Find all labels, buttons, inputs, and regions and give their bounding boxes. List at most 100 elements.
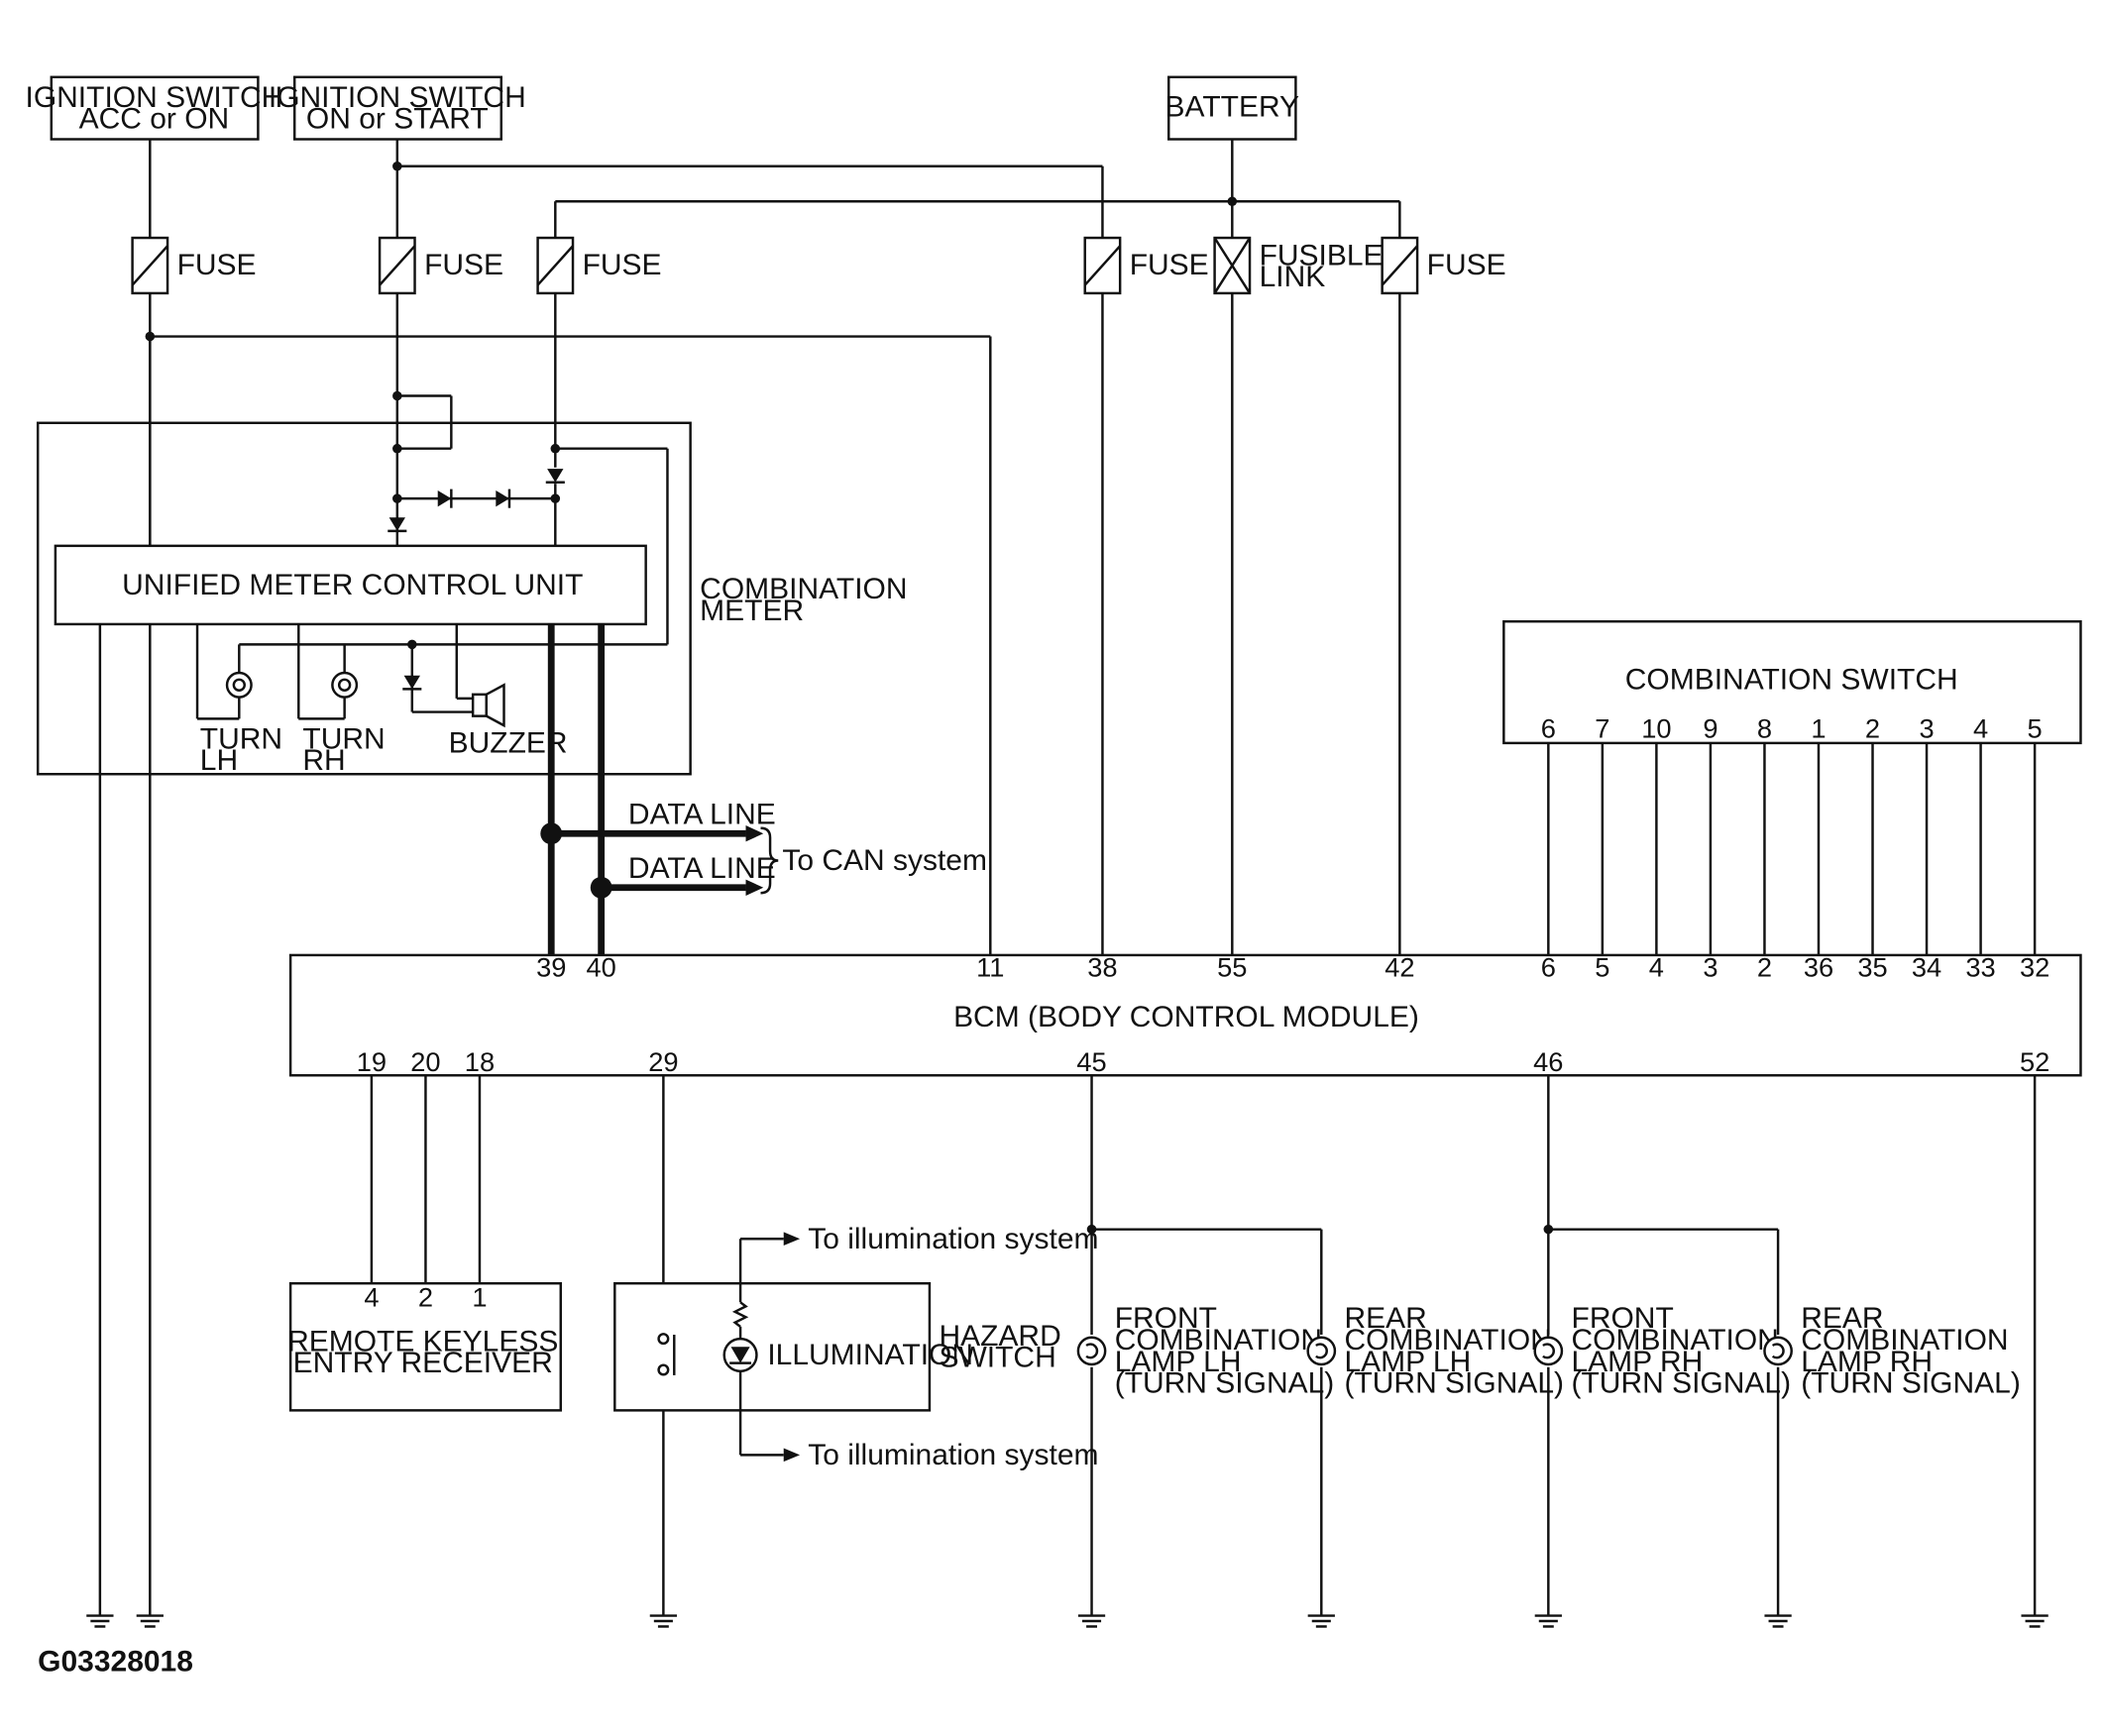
svg-text:IGNITION SWITCH: IGNITION SWITCH xyxy=(25,81,282,114)
combination-meter: COMBINATION METER UNIFIED METER CONTROL … xyxy=(36,421,908,777)
to-can-system-label: To CAN system xyxy=(782,844,987,877)
ignition-switch-on-box: IGNITION SWITCH ON or START xyxy=(269,75,526,141)
svg-text:FUSE: FUSE xyxy=(424,249,503,281)
svg-text:(TURN SIGNAL): (TURN SIGNAL) xyxy=(1344,1367,1564,1400)
svg-text:5: 5 xyxy=(1595,952,1609,983)
svg-text:3: 3 xyxy=(1919,712,1934,743)
svg-text:2: 2 xyxy=(1865,712,1880,743)
svg-text:3: 3 xyxy=(1703,952,1717,983)
ignition-switch-acc-box: IGNITION SWITCH ACC or ON xyxy=(25,75,282,141)
svg-text:FUSE: FUSE xyxy=(177,249,257,281)
svg-text:BCM (BODY CONTROL MODULE): BCM (BODY CONTROL MODULE) xyxy=(953,1001,1419,1033)
svg-text:40: 40 xyxy=(587,952,616,983)
svg-text:35: 35 xyxy=(1857,952,1887,983)
svg-text:36: 36 xyxy=(1804,952,1833,983)
svg-text:2: 2 xyxy=(1757,952,1772,983)
svg-text:COMBINATION SWITCH: COMBINATION SWITCH xyxy=(1625,663,1958,696)
fuse-battery-bcm: FUSE xyxy=(1381,236,1506,295)
svg-text:FRONT: FRONT xyxy=(1115,1302,1217,1335)
svg-text:7: 7 xyxy=(1595,712,1609,743)
ground-symbol-icon xyxy=(136,1614,164,1628)
svg-text:20: 20 xyxy=(410,1046,440,1077)
svg-text:LINK: LINK xyxy=(1260,261,1326,293)
to-illumination-system-label: To illumination system xyxy=(808,1223,1098,1255)
svg-text:32: 32 xyxy=(2020,952,2050,983)
remote-keyless-entry-receiver: 4 2 1 REMOTE KEYLESS ENTRY RECEIVER xyxy=(287,1281,562,1412)
svg-text:LAMP RH: LAMP RH xyxy=(1801,1346,1933,1378)
svg-text:5: 5 xyxy=(2028,712,2043,743)
svg-text:IGNITION SWITCH: IGNITION SWITCH xyxy=(269,81,526,114)
svg-text:52: 52 xyxy=(2020,1046,2050,1077)
bcm-top-pins: 39 40 11 38 55 42 6 5 4 3 2 36 35 34 33 … xyxy=(536,952,2050,983)
illumination-led-icon xyxy=(722,1337,758,1373)
fusible-link: FUSIBLE LINK xyxy=(1213,236,1384,295)
svg-text:ON or START: ON or START xyxy=(306,103,489,136)
ground-symbol-icon xyxy=(2021,1614,2049,1628)
front-combination-lamp-lh: FRONT COMBINATION LAMP LH (TURN SIGNAL) xyxy=(1076,1302,1334,1400)
fuse-ign-on: FUSE xyxy=(378,236,503,295)
ground-symbol-icon xyxy=(1077,1614,1106,1628)
data-line-label: DATA LINE xyxy=(628,852,776,885)
data-line-label: DATA LINE xyxy=(628,799,776,831)
svg-text:(TURN SIGNAL): (TURN SIGNAL) xyxy=(1572,1367,1792,1400)
svg-text:ENTRY RECEIVER: ENTRY RECEIVER xyxy=(293,1347,553,1379)
svg-text:LAMP RH: LAMP RH xyxy=(1572,1346,1704,1378)
bcm-output-wires xyxy=(370,1075,2037,1616)
svg-text:29: 29 xyxy=(648,1046,678,1077)
meter-ground-wires xyxy=(98,336,152,1616)
svg-text:6: 6 xyxy=(1541,712,1556,743)
svg-text:FRONT: FRONT xyxy=(1572,1302,1674,1335)
combination-switch-pins: 6 7 10 9 8 1 2 3 4 5 xyxy=(1541,712,2043,743)
svg-text:LAMP LH: LAMP LH xyxy=(1344,1346,1471,1378)
combination-switch-wires xyxy=(1547,742,2037,955)
svg-text:55: 55 xyxy=(1217,952,1247,983)
svg-text:39: 39 xyxy=(536,952,566,983)
ground-symbol-icon xyxy=(1307,1614,1335,1628)
svg-text:TURN: TURN xyxy=(302,722,385,755)
battery-box: BATTERY xyxy=(1165,75,1299,141)
svg-text:38: 38 xyxy=(1087,952,1117,983)
fuse-battery-meter: FUSE xyxy=(536,236,662,295)
rear-combination-lamp-lh: REAR COMBINATION LAMP LH (TURN SIGNAL) xyxy=(1306,1302,1564,1400)
svg-text:2: 2 xyxy=(418,1281,433,1312)
svg-text:8: 8 xyxy=(1757,712,1772,743)
diode-symbol xyxy=(437,488,453,508)
bcm-body-control-module: BCM (BODY CONTROL MODULE) xyxy=(288,953,2082,1077)
svg-text:11: 11 xyxy=(976,952,1004,983)
svg-text:COMBINATION: COMBINATION xyxy=(1572,1324,1779,1356)
svg-text:45: 45 xyxy=(1076,1046,1106,1077)
bcm-bottom-pins: 19 20 18 29 45 46 52 xyxy=(357,1046,2050,1077)
svg-text:ILLUMINATION: ILLUMINATION xyxy=(767,1339,973,1371)
ground-symbol-icon xyxy=(1764,1614,1792,1628)
svg-text:FUSE: FUSE xyxy=(1427,249,1506,281)
svg-text:46: 46 xyxy=(1533,1046,1563,1077)
svg-text:4: 4 xyxy=(1649,952,1664,983)
lamp-bulb-icon xyxy=(1533,1336,1564,1366)
svg-text:COMBINATION: COMBINATION xyxy=(1115,1324,1322,1356)
svg-text:42: 42 xyxy=(1385,952,1414,983)
svg-text:18: 18 xyxy=(465,1046,495,1077)
svg-text:1: 1 xyxy=(1811,712,1826,743)
turn-lh-indicator-lamp-icon xyxy=(225,671,253,699)
svg-text:10: 10 xyxy=(1641,712,1671,743)
rear-combination-lamp-rh: REAR COMBINATION LAMP RH (TURN SIGNAL) xyxy=(1763,1302,2021,1400)
buzzer-icon xyxy=(471,683,505,728)
hazard-switch-contact-icon xyxy=(657,1333,676,1376)
svg-text:9: 9 xyxy=(1703,712,1717,743)
svg-text:4: 4 xyxy=(364,1281,379,1312)
ground-symbol-icon xyxy=(86,1614,114,1628)
to-illumination-system-label: To illumination system xyxy=(808,1439,1098,1471)
supply-junctions xyxy=(145,162,1238,454)
svg-text:(TURN SIGNAL): (TURN SIGNAL) xyxy=(1801,1367,2021,1400)
ground-symbol-icon xyxy=(649,1614,678,1628)
diode-symbol xyxy=(402,675,422,691)
svg-text:6: 6 xyxy=(1541,952,1556,983)
fuse-ign-bcm: FUSE xyxy=(1083,236,1209,295)
diode-symbol xyxy=(545,469,565,485)
unified-meter-control-unit: UNIFIED METER CONTROL UNIT xyxy=(122,569,583,601)
svg-text:LH: LH xyxy=(200,744,238,777)
svg-text:BUZZER: BUZZER xyxy=(449,726,568,759)
lamp-bulb-icon xyxy=(1306,1336,1337,1366)
lamp-bulb-icon xyxy=(1076,1336,1107,1366)
